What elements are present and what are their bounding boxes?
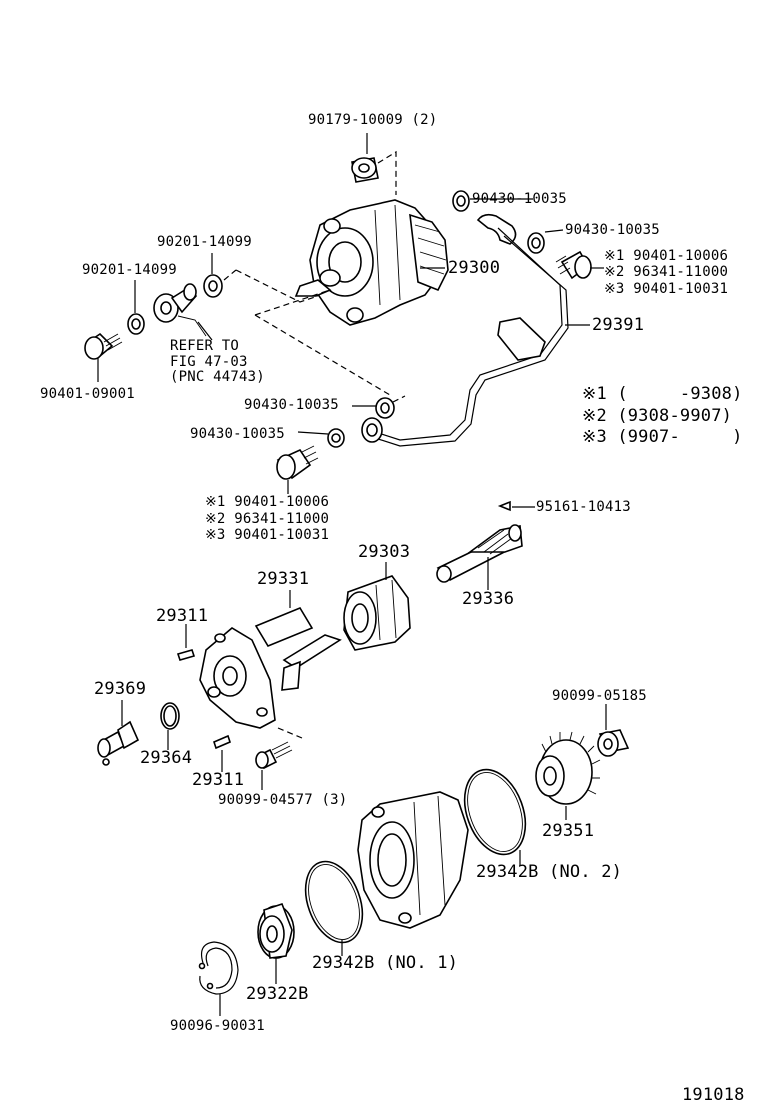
vane-29331-icon <box>254 606 342 691</box>
sensor-29369-icon <box>97 720 140 766</box>
label-alt-1-right: ※1 90401-10006 <box>604 248 729 264</box>
drive-shaft-29336-icon <box>436 524 523 583</box>
key-95161-icon <box>497 500 511 512</box>
label-alt-3-right: ※3 90401-10031 <box>604 281 729 297</box>
label-90401-09001: 90401-09001 <box>40 386 135 402</box>
union-bolt-lower-icon <box>276 445 319 480</box>
pump-housing-icon <box>357 791 469 929</box>
label-29311-bottom: 29311 <box>192 770 245 790</box>
label-29342b-no1: 29342B (NO. 1) <box>312 953 459 973</box>
oil-pipe-29391-icon <box>361 213 569 447</box>
bolt-90099-04577-icon <box>255 741 293 770</box>
label-29336: 29336 <box>462 589 515 609</box>
bearing-29322b-icon <box>257 902 295 959</box>
label-29303: 29303 <box>358 542 411 562</box>
pump-cover-icon <box>199 627 276 729</box>
union-bolt-right-icon <box>555 250 592 280</box>
label-90099-05185: 90099-05185 <box>552 688 647 704</box>
gasket-90430-top-icon <box>452 190 470 212</box>
label-90430-10035-lower-a: 90430-10035 <box>244 397 339 413</box>
label-alt-2-right: ※2 96341-11000 <box>604 264 729 280</box>
snap-ring-90096-icon <box>198 941 239 995</box>
union-fitting-icon <box>153 283 207 337</box>
collar-90179-icon <box>351 157 379 183</box>
pin-29311-top-icon <box>176 649 196 661</box>
label-alt-3-lower: ※3 90401-10031 <box>205 527 330 543</box>
label-refer-pnc: (PNC 44743) <box>170 369 265 385</box>
nut-90099-05185-icon <box>597 729 630 757</box>
o-ring-29342b-no1-icon <box>304 860 364 944</box>
label-29391: 29391 <box>592 315 645 335</box>
label-90430-10035-lower-b: 90430-10035 <box>190 426 285 442</box>
label-90096-90031: 90096-90031 <box>170 1018 265 1034</box>
figure-number: 191018 <box>682 1085 745 1105</box>
label-29322b: 29322B <box>246 984 309 1004</box>
o-ring-29342b-no2-icon <box>463 768 527 856</box>
label-29300: 29300 <box>448 258 501 278</box>
label-90201-14099-left: 90201-14099 <box>82 262 177 278</box>
label-alt-1-lower: ※1 90401-10006 <box>205 494 330 510</box>
label-29311-top: 29311 <box>156 606 209 626</box>
label-29351: 29351 <box>542 821 595 841</box>
label-refer-to: REFER TO <box>170 338 240 354</box>
label-90430-10035-right: 90430-10035 <box>565 222 660 238</box>
label-90099-04577: 90099-04577 (3) <box>218 792 348 808</box>
o-ring-29364-icon <box>160 702 180 730</box>
key-1: ※1 ( -9308) <box>582 384 743 404</box>
label-90201-14099-upper: 90201-14099 <box>157 234 252 250</box>
label-refer-fig: FIG 47-03 <box>170 354 248 370</box>
key-3: ※3 (9907- ) <box>582 427 743 447</box>
rotor-29303-icon <box>343 575 411 651</box>
label-90430-10035-top: 90430-10035 <box>472 191 567 207</box>
label-29369: 29369 <box>94 679 147 699</box>
gasket-90430-lower-a-icon <box>375 397 395 419</box>
gasket-90201-right-icon <box>203 274 223 298</box>
label-29331: 29331 <box>257 569 310 589</box>
label-29364: 29364 <box>140 748 193 768</box>
label-90179-10009: 90179-10009 (2) <box>308 112 438 128</box>
label-alt-2-lower: ※2 96341-11000 <box>205 511 330 527</box>
gasket-90430-right-icon <box>527 232 545 254</box>
key-2: ※2 (9308-9907) <box>582 406 733 426</box>
vacuum-pump-29300-icon <box>294 199 449 326</box>
gear-29351-icon <box>535 731 601 805</box>
label-95161-10413: 95161-10413 <box>536 499 631 515</box>
gasket-90201-left-icon <box>127 313 145 335</box>
label-29342b-no2: 29342B (NO. 2) <box>476 862 623 882</box>
gasket-90430-lower-b-icon <box>327 428 345 448</box>
pin-29311-bottom-icon <box>213 734 231 750</box>
bolt-90401-09001-icon <box>84 332 123 360</box>
